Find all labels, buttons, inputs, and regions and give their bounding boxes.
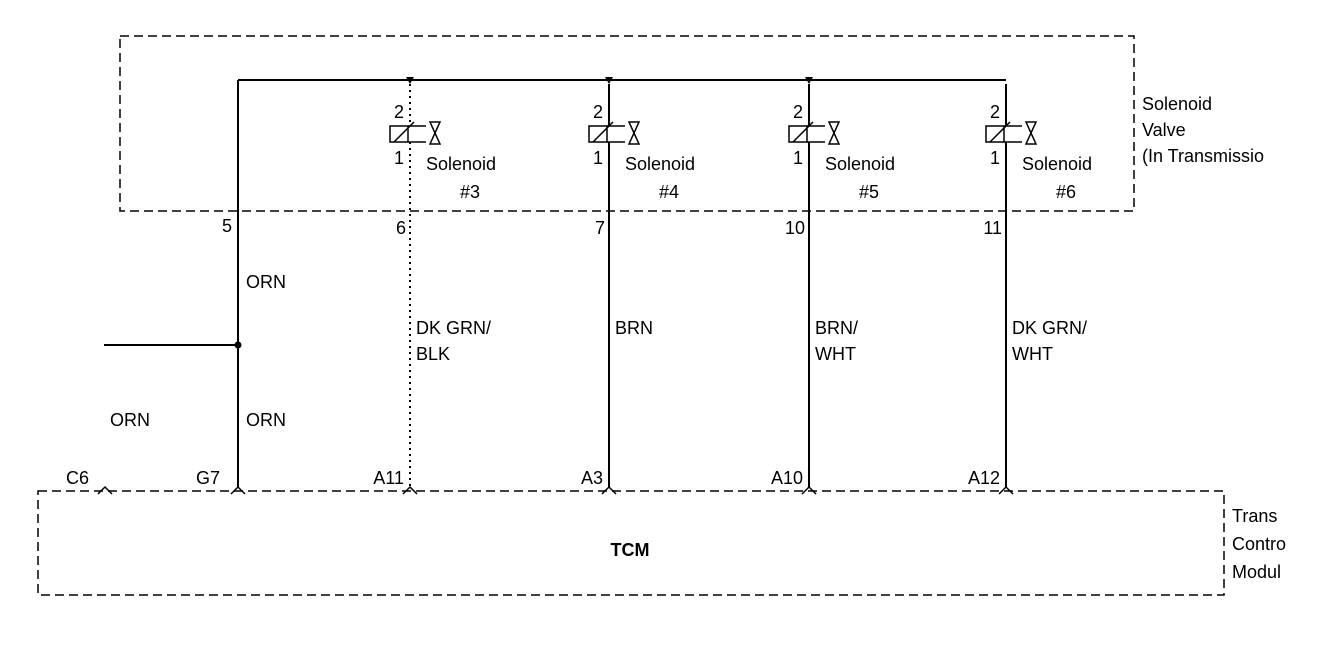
tcm-box <box>37 490 1225 596</box>
solenoid-tcm-pin: A12 <box>968 468 1000 488</box>
solenoid-branch-3: 2 1 Solenoid #3 6 DK GRN/BLK A11 <box>373 77 496 495</box>
tcm-label-line1: Trans <box>1232 506 1277 526</box>
solenoid-terminal-bottom: 1 <box>593 148 603 168</box>
common-box-pin: 5 <box>222 216 232 236</box>
solenoid-tcm-pin: A3 <box>581 468 603 488</box>
solenoid-branch-6: 2 1 Solenoid #6 11 DK GRN/WHT A12 <box>968 84 1092 495</box>
solenoid-box-label-line2: Valve <box>1142 120 1186 140</box>
side-branch-wire-color: ORN <box>110 410 150 430</box>
tcm-pin-connector <box>230 485 246 495</box>
solenoid-number: #3 <box>460 182 480 202</box>
solenoid-plunger-icon <box>792 121 814 143</box>
solenoid-terminal-bottom: 1 <box>990 148 1000 168</box>
solenoid-coil-icon <box>788 125 808 143</box>
solenoid-plunger-icon <box>592 121 614 143</box>
bus-junction-marker <box>805 77 813 84</box>
solenoid-box-pin: 7 <box>595 218 605 238</box>
solenoid-box-pin: 6 <box>396 218 406 238</box>
tcm-pin-connector <box>97 485 113 495</box>
solenoid-number: #6 <box>1056 182 1076 202</box>
solenoid-coil-icon <box>985 125 1005 143</box>
solenoid-coil-icon <box>588 125 608 143</box>
solenoid-box-label-line3: (In Transmissio <box>1142 146 1264 166</box>
solenoid-wire-color-line2: WHT <box>1012 344 1053 364</box>
tcm-pin-connector <box>402 485 418 495</box>
common-wire-color-lower: ORN <box>246 410 286 430</box>
solenoid-wire-color-line1: BRN/ <box>815 318 858 338</box>
solenoid-wire-color-line2: BLK <box>416 344 450 364</box>
solenoid-box-label-line1: Solenoid <box>1142 94 1212 114</box>
solenoid-name: Solenoid <box>1022 154 1092 174</box>
tcm-pin-connector <box>801 485 817 495</box>
common-wire-color-upper: ORN <box>246 272 286 292</box>
solenoid-number: #4 <box>659 182 679 202</box>
solenoid-name: Solenoid <box>625 154 695 174</box>
solenoid-wire-color-line1: DK GRN/ <box>1012 318 1087 338</box>
solenoid-name: Solenoid <box>825 154 895 174</box>
solenoid-name: Solenoid <box>426 154 496 174</box>
bus-junction-marker <box>406 77 414 84</box>
solenoid-terminal-bottom: 1 <box>394 148 404 168</box>
solenoid-valve-icon <box>627 121 641 145</box>
solenoid-wire-color-line1: DK GRN/ <box>416 318 491 338</box>
solenoid-wire-color-line2: WHT <box>815 344 856 364</box>
solenoid-valve-icon <box>1024 121 1038 145</box>
solenoid-plunger-icon <box>393 121 415 143</box>
tcm-label-line2: Contro <box>1232 534 1286 554</box>
solenoid-valve-box <box>119 35 1135 212</box>
solenoid-tcm-pin: A11 <box>373 468 404 488</box>
solenoid-terminal-top: 2 <box>793 102 803 122</box>
tcm-pin-connector <box>601 485 617 495</box>
tcm-label-line3: Modul <box>1232 562 1281 582</box>
bus-junction-marker <box>605 77 613 84</box>
solenoid-box-pin: 10 <box>785 218 805 238</box>
solenoid-valve-icon <box>428 121 442 145</box>
tcm-pin-connector <box>998 485 1014 495</box>
solenoid-terminal-top: 2 <box>394 102 404 122</box>
solenoid-terminal-bottom: 1 <box>793 148 803 168</box>
solenoid-branches: 2 1 Solenoid #3 6 DK GRN/BLK A11 2 1 Solenoid #4 7B… <box>373 77 1092 495</box>
solenoid-plunger-icon <box>989 121 1011 143</box>
solenoid-valve-icon <box>827 121 841 145</box>
tcm-title: TCM <box>611 540 650 560</box>
side-branch-tcm-pin: C6 <box>66 468 89 488</box>
solenoid-terminal-top: 2 <box>593 102 603 122</box>
solenoid-box-pin: 11 <box>983 218 1002 238</box>
solenoid-terminal-top: 2 <box>990 102 1000 122</box>
solenoid-wire-color-line1: BRN <box>615 318 653 338</box>
solenoid-coil-icon <box>389 125 409 143</box>
solenoid-number: #5 <box>859 182 879 202</box>
solenoid-tcm-pin: A10 <box>771 468 803 488</box>
common-tcm-pin: G7 <box>196 468 220 488</box>
